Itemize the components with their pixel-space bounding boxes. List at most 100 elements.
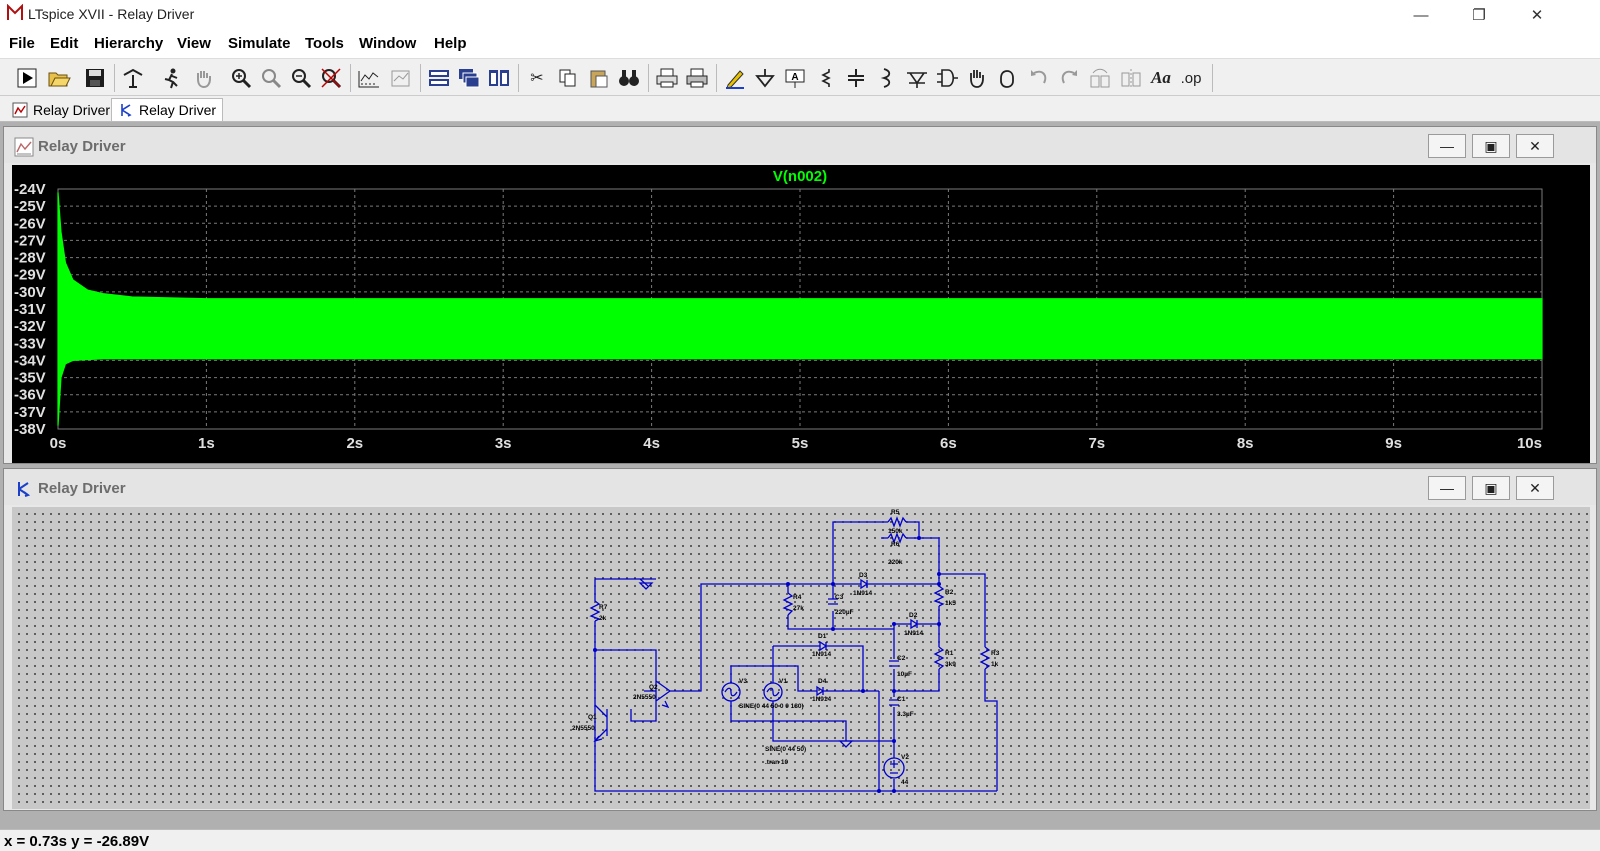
redo-button[interactable] [1056, 65, 1082, 91]
rotate-button[interactable] [1087, 65, 1113, 91]
transistor-q1[interactable] [593, 704, 608, 743]
menu-window[interactable]: Window [359, 35, 417, 52]
tile-vertical-button[interactable] [486, 65, 512, 91]
move-button[interactable] [964, 65, 990, 91]
component-button[interactable] [934, 65, 960, 91]
text-button[interactable]: Aa [1148, 65, 1174, 91]
capacitor-c1[interactable] [889, 699, 899, 706]
cut-button[interactable]: ✂ [524, 65, 550, 91]
schematic-close-button[interactable]: ✕ [1516, 476, 1554, 500]
plot-settings-button[interactable] [388, 65, 414, 91]
trace-title[interactable]: V(n002) [773, 168, 827, 185]
ground-icon [755, 69, 775, 88]
zoom-fit-button[interactable] [258, 65, 284, 91]
resistor-r6[interactable] [887, 532, 907, 544]
mirror-button[interactable] [1118, 65, 1144, 91]
paste-button[interactable] [586, 65, 612, 91]
drag-button[interactable] [994, 65, 1020, 91]
schematic-minimize-button[interactable]: — [1428, 476, 1466, 500]
find-button[interactable] [616, 65, 642, 91]
diode-button[interactable] [904, 65, 930, 91]
zoom-cancel-button[interactable] [318, 65, 344, 91]
waveform-minimize-button[interactable]: — [1428, 134, 1466, 158]
tab-schematic[interactable]: Relay Driver [111, 98, 224, 121]
capacitor-button[interactable] [843, 65, 869, 91]
autorange-button[interactable] [356, 65, 382, 91]
resistor-r2[interactable] [933, 585, 945, 607]
wire[interactable] [939, 573, 998, 791]
waveform-window-titlebar[interactable]: Relay Driver — ▣ ✕ [4, 127, 1596, 163]
diode-d2[interactable] [906, 618, 922, 630]
waveform-close-button[interactable]: ✕ [1516, 134, 1554, 158]
wire[interactable] [832, 521, 920, 584]
print-button[interactable] [654, 65, 680, 91]
open-button[interactable] [46, 65, 72, 91]
minimize-window-button[interactable]: — [1398, 0, 1444, 30]
capacitor-c3[interactable] [828, 598, 838, 605]
undo-button[interactable] [1026, 65, 1052, 91]
menu-hierarchy[interactable]: Hierarchy [94, 35, 164, 52]
inductor-button[interactable] [873, 65, 899, 91]
copy-button[interactable] [555, 65, 581, 91]
draw-wire-button[interactable] [722, 65, 748, 91]
diode-d1[interactable] [816, 640, 830, 652]
diode-d4[interactable] [813, 685, 829, 697]
resistor-r5[interactable] [887, 516, 907, 528]
wire[interactable] [595, 649, 657, 672]
cascade-button[interactable] [456, 65, 482, 91]
zoom-out-button[interactable] [288, 65, 314, 91]
transistor-q2[interactable] [644, 672, 671, 711]
source-v3[interactable] [721, 682, 741, 702]
wire[interactable] [670, 583, 856, 692]
y-tick-label: -28V [14, 250, 46, 267]
restore-window-button[interactable]: ❐ [1456, 0, 1502, 30]
menu-view[interactable]: View [177, 35, 211, 52]
y-tick-label: -33V [14, 335, 46, 352]
wire[interactable] [731, 665, 879, 692]
resistor-r1[interactable] [933, 646, 945, 670]
schematic-maximize-button[interactable]: ▣ [1472, 476, 1510, 500]
wire[interactable] [630, 709, 657, 722]
wire[interactable] [773, 645, 864, 691]
capacitor-c2[interactable] [889, 660, 899, 667]
halt-button[interactable] [158, 65, 184, 91]
print-setup-button[interactable] [684, 65, 710, 91]
menu-tools[interactable]: Tools [305, 35, 344, 52]
control-panel-button[interactable] [120, 65, 146, 91]
menu-edit[interactable]: Edit [50, 35, 79, 52]
waveform-maximize-button[interactable]: ▣ [1472, 134, 1510, 158]
wire[interactable] [772, 646, 894, 742]
resistor-r3[interactable] [979, 646, 991, 670]
pan-button[interactable] [190, 65, 216, 91]
close-window-button[interactable]: ✕ [1514, 0, 1560, 30]
source-v2[interactable] [883, 757, 905, 779]
diode-d3[interactable] [856, 578, 871, 590]
wire[interactable] [730, 666, 847, 741]
y-tick-label: -35V [14, 370, 46, 387]
spice-directive-button[interactable]: .op [1178, 65, 1204, 91]
resistor-button[interactable] [813, 65, 839, 91]
zoom-in-button[interactable] [228, 65, 254, 91]
wire[interactable] [594, 705, 997, 792]
trace-v-n002[interactable] [57, 192, 1543, 426]
menu-help[interactable]: Help [434, 35, 467, 52]
wire[interactable] [595, 578, 656, 587]
schematic-canvas[interactable]: R5 150k R6 220k R7 2k R4 27k R2 1k5 R1 3… [12, 507, 1590, 809]
tile-horizontal-button[interactable] [426, 65, 452, 91]
schematic-drawing[interactable]: R5 150k R6 220k R7 2k R4 27k R2 1k5 R1 3… [12, 507, 1590, 809]
ground-button[interactable] [752, 65, 778, 91]
resistor-r7[interactable] [589, 600, 601, 622]
save-button[interactable] [82, 65, 108, 91]
run-button[interactable] [14, 65, 40, 91]
schematic-window-titlebar[interactable]: Relay Driver — ▣ ✕ [4, 469, 1596, 505]
label-net-button[interactable]: A [782, 65, 808, 91]
source-v1[interactable] [763, 682, 783, 702]
wire[interactable] [871, 583, 940, 692]
resistor-r4[interactable] [782, 592, 794, 616]
label-q2: Q2 [649, 684, 658, 691]
menu-file[interactable]: File [9, 35, 35, 52]
menu-simulate[interactable]: Simulate [228, 35, 291, 52]
tab-waveform[interactable]: Relay Driver [6, 98, 116, 121]
